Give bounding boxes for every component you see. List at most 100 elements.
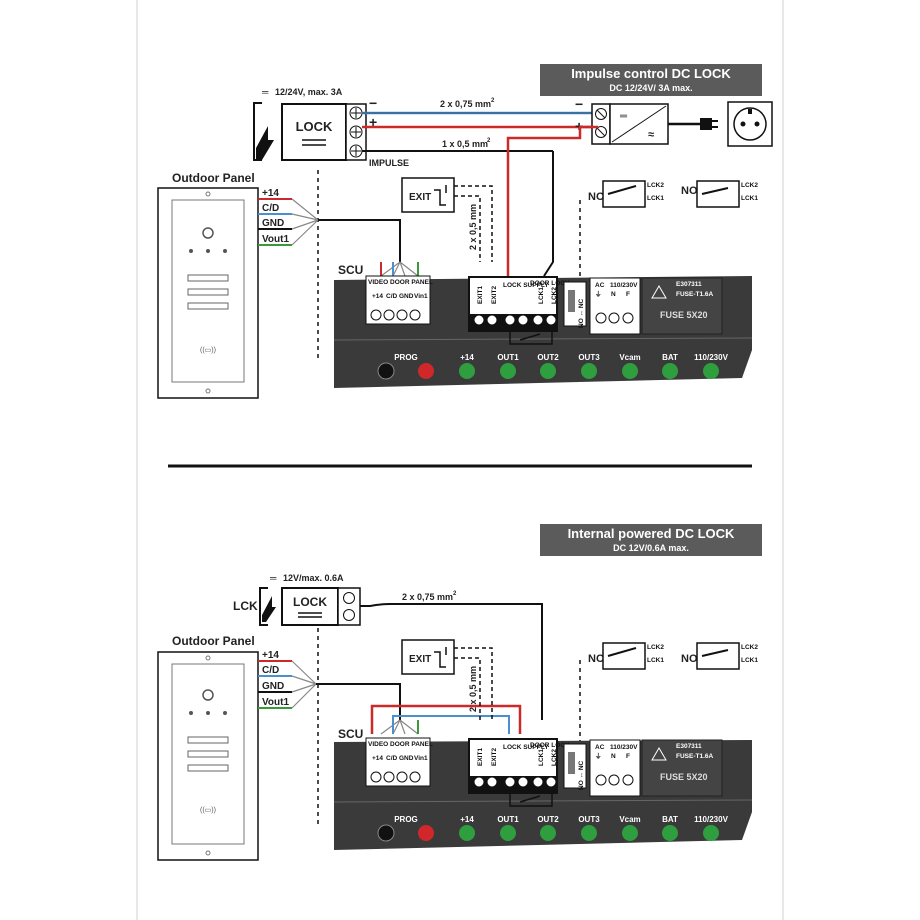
top-exit-wire-label: 2 x 0,5 mm <box>468 204 478 250</box>
bottom-lck-label: LCK <box>233 599 258 613</box>
bottom-outdoor-panel: Outdoor Panel ((▭)) +14 C/D GND Vout1 <box>157 634 401 861</box>
top-scu-label: SCU <box>338 263 363 277</box>
svg-text:NC: NC <box>588 653 604 665</box>
bottom-no-switch: NO LCK2 LCK1 <box>681 642 758 670</box>
top-op-term-14: +14 <box>262 188 279 199</box>
top-vdp-label: VIDEO DOOR PANEL <box>368 279 433 286</box>
bottom-wire1-label: 2 x 0,75 mm <box>402 592 453 602</box>
top-op-term-vout1: Vout1 <box>262 234 289 245</box>
top-lock-plus: + <box>369 114 377 130</box>
svg-text:LCK1: LCK1 <box>741 195 758 202</box>
svg-text:DOOR LOCK: DOOR LOCK <box>530 280 570 287</box>
svg-text:BAT: BAT <box>662 353 678 362</box>
svg-text:−: − <box>575 96 583 112</box>
svg-text:NO ↔ NC: NO ↔ NC <box>578 298 585 328</box>
svg-text:+14: +14 <box>372 755 383 762</box>
svg-text:BAT: BAT <box>662 815 678 824</box>
svg-text:PROG: PROG <box>394 353 418 362</box>
svg-text:C/D: C/D <box>386 755 398 762</box>
svg-text:LCK1: LCK1 <box>647 195 664 202</box>
svg-text:F: F <box>626 291 630 298</box>
svg-text:((▭)): ((▭)) <box>200 807 216 814</box>
bottom-lock-rating: 12V/max. 0.6A <box>283 573 344 583</box>
svg-text:+14: +14 <box>372 293 383 300</box>
svg-text:+14: +14 <box>262 650 279 661</box>
svg-text:GND: GND <box>262 681 284 692</box>
top-banner-subtitle: DC 12/24V/ 3A max. <box>609 83 692 93</box>
top-wire2-label: 1 x 0,5 mm <box>442 139 488 149</box>
svg-text:EXIT1: EXIT1 <box>477 286 484 304</box>
svg-text:2: 2 <box>453 591 457 597</box>
svg-text:((▭)): ((▭)) <box>200 347 216 354</box>
svg-text:EXIT2: EXIT2 <box>491 286 498 304</box>
svg-text:F: F <box>626 753 630 760</box>
svg-text:AC: AC <box>595 744 605 751</box>
top-no-switch: NO LCK2 LCK1 <box>681 180 758 208</box>
svg-text:+14: +14 <box>460 353 474 362</box>
top-lock-rating: 12/24V, max. 3A <box>275 87 343 97</box>
top-scu: SCU VIDEO DOOR PANEL +14 C/D GND Vin1 EX… <box>333 263 753 388</box>
svg-text:LCK2: LCK2 <box>647 182 664 189</box>
bottom-lock-label: LOCK <box>293 595 327 609</box>
svg-text:LCK1: LCK1 <box>647 657 664 664</box>
top-nc-switch: NC LCK2 LCK1 <box>588 180 664 208</box>
top-banner-title: Impulse control DC LOCK <box>571 66 731 81</box>
svg-text:OUT2: OUT2 <box>537 353 559 362</box>
svg-text:LCK1: LCK1 <box>538 287 545 304</box>
svg-text:LCK2: LCK2 <box>741 644 758 651</box>
top-lock-label: LOCK <box>296 119 333 134</box>
svg-text:Vout1: Vout1 <box>262 697 289 708</box>
bottom-exit-button: EXIT <box>401 639 493 722</box>
bottom-exit-wire-label: 2 x 0,5 mm <box>468 666 478 712</box>
top-exit-button: EXIT <box>401 177 493 262</box>
svg-text:GND: GND <box>399 755 414 762</box>
svg-text:LOCK SUPPLY: LOCK SUPPLY <box>503 744 549 751</box>
svg-text:Vin1: Vin1 <box>414 755 428 762</box>
svg-text:Vin1: Vin1 <box>414 293 428 300</box>
svg-text:E307311: E307311 <box>676 281 702 288</box>
svg-text:OUT3: OUT3 <box>578 815 600 824</box>
svg-text:110/230V: 110/230V <box>610 744 638 751</box>
svg-text:GND: GND <box>399 293 414 300</box>
svg-text:C/D: C/D <box>386 293 398 300</box>
top-outdoor-panel-title: Outdoor Panel <box>172 171 255 185</box>
svg-text:FUSE 5X20: FUSE 5X20 <box>660 772 708 782</box>
svg-text:AC: AC <box>595 282 605 289</box>
top-lock: LOCK − + IMPULSE <box>253 95 409 168</box>
svg-text:PROG: PROG <box>394 815 418 824</box>
top-outdoor-panel: Outdoor Panel ((▭)) +14 C/D GND Vout1 <box>157 171 401 399</box>
svg-text:N: N <box>611 753 616 760</box>
bottom-nc-switch: NC LCK2 LCK1 <box>588 642 664 670</box>
svg-text:LOCK SUPPLY: LOCK SUPPLY <box>503 282 549 289</box>
svg-text:LCK2: LCK2 <box>551 287 558 304</box>
svg-text:OUT2: OUT2 <box>537 815 559 824</box>
svg-text:2: 2 <box>491 98 495 104</box>
svg-text:VIDEO DOOR PANEL: VIDEO DOOR PANEL <box>368 741 433 748</box>
svg-text:LCK2: LCK2 <box>741 182 758 189</box>
svg-text:≈: ≈ <box>648 129 654 141</box>
svg-text:FUSE-T1.6A: FUSE-T1.6A <box>676 753 714 760</box>
svg-text:FUSE 5X20: FUSE 5X20 <box>660 310 708 320</box>
svg-text:OUT1: OUT1 <box>497 815 519 824</box>
bottom-section: Internal powered DC LOCK DC 12V/0.6A max… <box>157 524 762 861</box>
svg-text:110/230V: 110/230V <box>610 282 638 289</box>
top-lock-minus: − <box>369 95 377 111</box>
top-op-term-cd: C/D <box>262 203 279 214</box>
bottom-banner-subtitle: DC 12V/0.6A max. <box>613 543 689 553</box>
bottom-outdoor-panel-title: Outdoor Panel <box>172 634 255 648</box>
svg-text:⏚: ⏚ <box>595 290 602 298</box>
svg-text:N: N <box>611 291 616 298</box>
svg-text:C/D: C/D <box>262 665 279 676</box>
svg-text:EXIT1: EXIT1 <box>477 748 484 766</box>
svg-text:LCK1: LCK1 <box>538 749 545 766</box>
svg-text:DOOR LOCK: DOOR LOCK <box>530 742 570 749</box>
svg-text:110/230V: 110/230V <box>694 353 728 362</box>
svg-text:E307311: E307311 <box>676 743 702 750</box>
svg-text:NO ↔ NC: NO ↔ NC <box>578 760 585 790</box>
bottom-banner-title: Internal powered DC LOCK <box>568 526 735 541</box>
bottom-exit-label: EXIT <box>409 654 431 665</box>
bottom-scu-label: SCU <box>338 727 363 741</box>
svg-text:2: 2 <box>487 138 491 144</box>
top-lock-impulse-label: IMPULSE <box>369 158 409 168</box>
